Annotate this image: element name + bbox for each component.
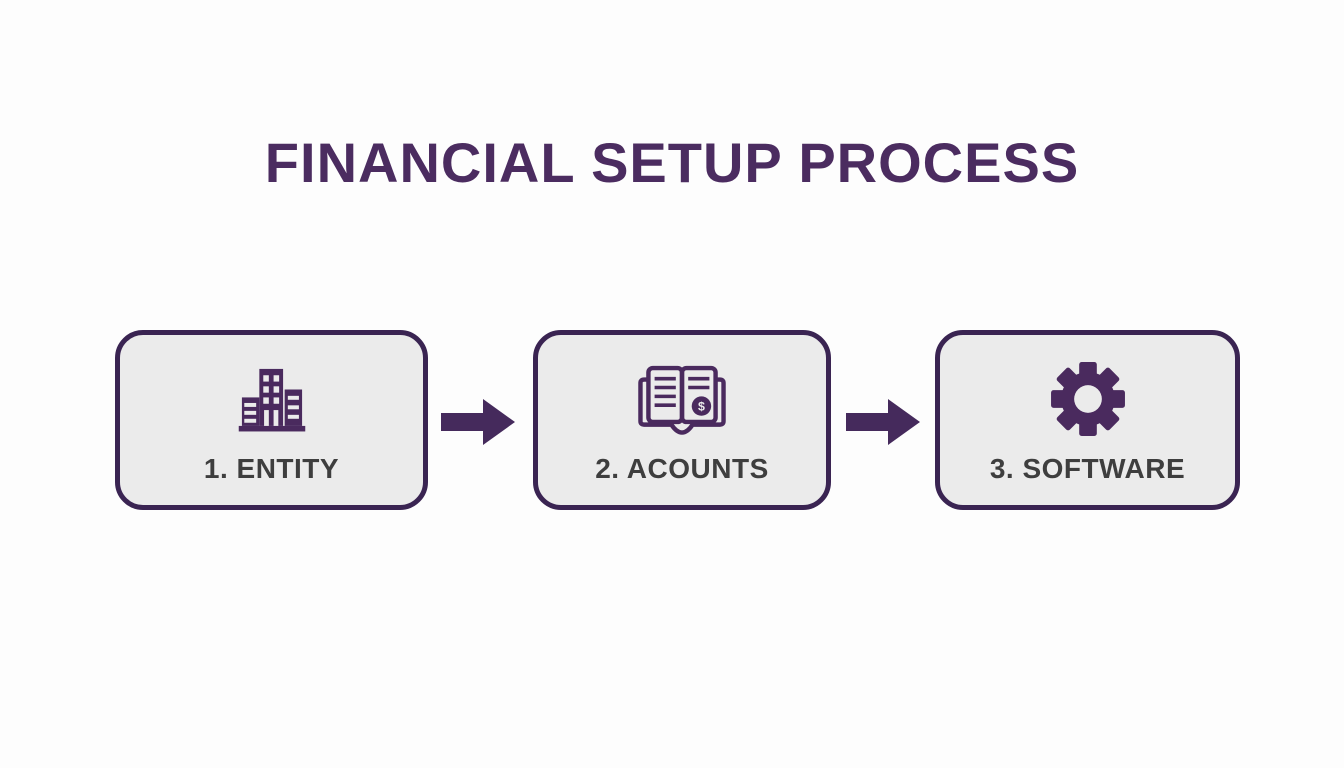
step-label-accounts: 2. ACOUNTS	[595, 453, 769, 484]
gear-icon-svg	[1050, 362, 1125, 436]
step-label-software: 3. SOFTWARE	[989, 453, 1186, 484]
account-book-icon-svg: $	[638, 365, 726, 435]
step-box-software: 3. SOFTWARE	[935, 330, 1240, 510]
page-title: FINANCIAL SETUP PROCESS	[264, 131, 1080, 194]
dollar-symbol: $	[698, 399, 705, 413]
building-icon-svg	[238, 368, 305, 432]
step-box-accounts: $ 2. ACOUNTS	[533, 330, 831, 510]
gear-icon	[1046, 355, 1130, 443]
step-label-entity: 1. ENTITY	[203, 453, 340, 484]
building-icon	[234, 355, 310, 443]
right-arrow-icon	[846, 399, 920, 445]
account-book-icon: $	[636, 355, 728, 443]
step-box-entity: 1. ENTITY	[115, 330, 428, 510]
right-arrow-icon	[441, 399, 515, 445]
